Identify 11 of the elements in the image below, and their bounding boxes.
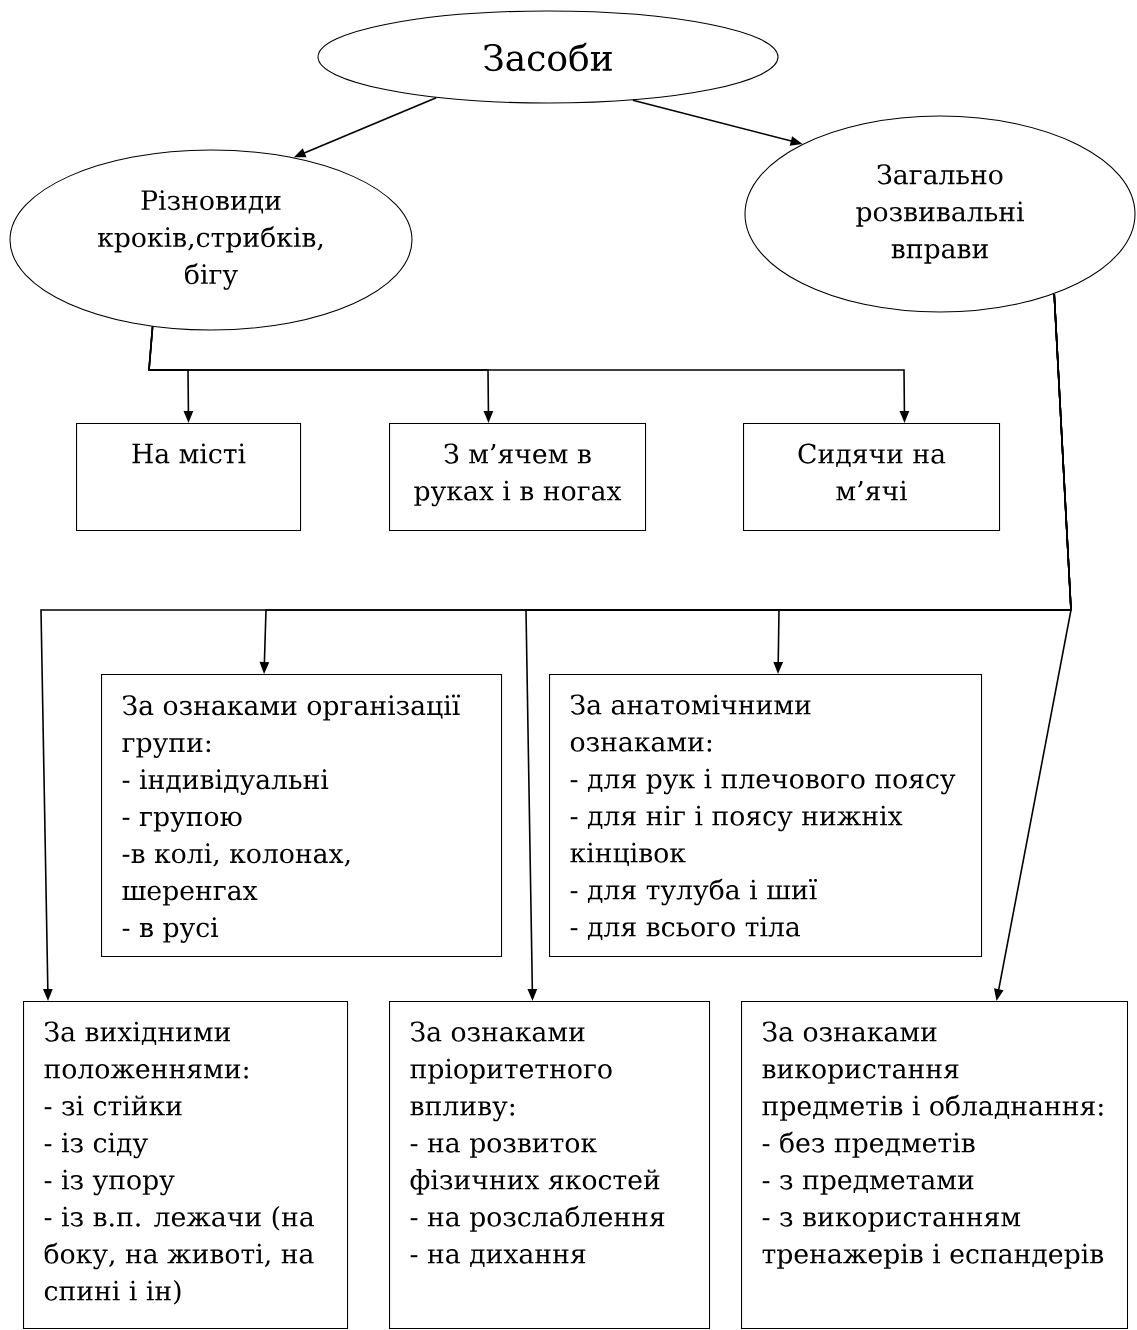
process-box: На місті (76, 423, 302, 532)
ellipse-node: Загально розвивальні вправи (744, 115, 1136, 313)
process-box: Сидячи на м’ячі (743, 423, 1001, 532)
list-box: За ознаками організації групи: - індивідуальні - групою -в колі, колонах, шеренгах - в русі (101, 674, 503, 958)
list-box: За ознаками використання предметів і обладнання: - без предметів - з предметами - з використанням тренажерів і еспандерів (741, 1001, 1129, 1330)
list-box: За вихідними положеннями: - зі стійки - із сіду - із упору - із в.п. лежачи (на боку, на животі, на спині і ін) (23, 1001, 349, 1330)
process-box: З м’ячем в руках і в ногах (389, 423, 647, 532)
ellipse-node: Різновиди кроків,стрибків, бігу (9, 149, 413, 331)
list-box: За ознаками пріоритетного впливу: - на розвиток фізичних якостей - на розслаблення - на дихання (389, 1001, 711, 1330)
ellipse-node: Засоби (317, 10, 779, 104)
list-box: За анатомічними ознаками: - для рук і плечового поясу - для ніг і поясу нижніх кінцівок - для тулуба і шиї - для всього тіла (549, 674, 983, 958)
